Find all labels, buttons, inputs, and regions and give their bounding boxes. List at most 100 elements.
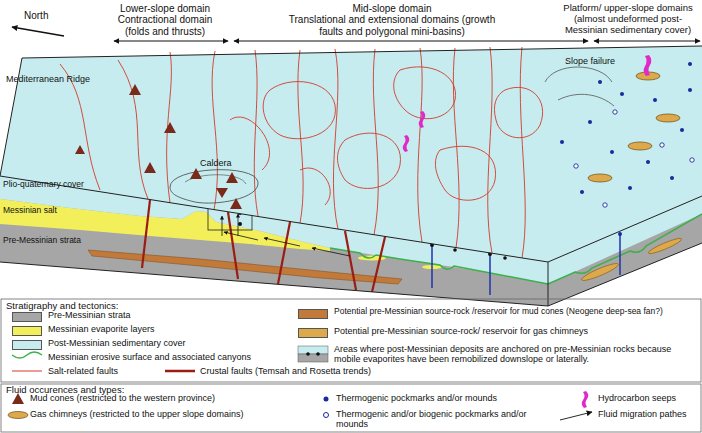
legend-text: Potential pre-Messinian source-rock/ res…	[334, 326, 700, 336]
top-surface	[628, 186, 632, 190]
legend-text: Messinian erosive surface and associated…	[48, 352, 288, 362]
top-surface	[298, 50, 303, 223]
top-surface	[580, 190, 584, 194]
legend-text: Pre-Messinian strata	[48, 310, 288, 320]
top-surface	[574, 164, 578, 168]
top-surface	[75, 84, 242, 209]
top-surface	[60, 47, 543, 258]
front-face	[142, 200, 150, 268]
top-surface	[670, 176, 674, 180]
legend-text: Crustal faults (Temsah and Rosetta trend…	[200, 366, 440, 376]
legend-symbol	[316, 352, 320, 356]
legend-symbol	[324, 413, 329, 418]
top-surface	[394, 67, 456, 119]
front-face	[224, 232, 258, 240]
top-surface	[263, 82, 335, 139]
top-surface	[403, 135, 410, 152]
top-surface	[226, 172, 238, 183]
top-surface	[75, 145, 85, 154]
front-face	[312, 248, 350, 256]
top-surface	[690, 158, 694, 162]
legend-swatch	[298, 309, 328, 319]
top-surface	[558, 94, 614, 106]
compass-label: North	[24, 10, 74, 22]
feature-label: Caldera	[200, 158, 250, 168]
top-surface	[190, 168, 202, 179]
top-surface	[488, 47, 492, 253]
right-face	[618, 232, 622, 236]
block-outline	[0, 176, 702, 262]
legend-symbol	[560, 412, 592, 420]
top-surface	[300, 168, 330, 205]
feature-label: Slope failure	[565, 56, 635, 66]
block-outline	[0, 46, 702, 176]
legend-symbol	[12, 371, 42, 372]
front-face	[431, 244, 433, 288]
front-face	[489, 253, 491, 295]
top-surface	[373, 49, 378, 235]
top-surface	[170, 170, 258, 203]
legend-swatch	[12, 340, 42, 350]
legend-swatch	[12, 312, 42, 322]
top-surface	[598, 80, 602, 84]
legend-frame	[1, 299, 701, 382]
domain-heading: Mid-slope domain	[312, 3, 472, 15]
top-surface	[164, 122, 176, 133]
legend-frame	[1, 384, 701, 432]
top-surface	[620, 92, 624, 96]
legend-text: Hydrocarbon seeps	[598, 393, 698, 403]
legend-text: Post-Messinian sedimentary cover	[48, 338, 288, 348]
top-surface	[403, 55, 652, 152]
top-surface	[333, 49, 338, 229]
top-surface	[660, 143, 664, 147]
top-surface	[610, 150, 614, 154]
front-face	[222, 216, 223, 236]
top-surface	[560, 140, 564, 144]
legend-symbol	[306, 352, 310, 356]
domain-subheading: Translational and extensional domains (g…	[283, 14, 501, 37]
top-surface	[435, 146, 495, 200]
area-label: Mediterranean Ridge	[6, 74, 126, 84]
front-face	[228, 212, 238, 279]
legend-text: Thermogenic and/or biogenic pockmarks an…	[336, 409, 556, 430]
top-surface	[588, 120, 592, 124]
domain-heading: Lower-slope domain	[85, 3, 245, 15]
domain-arrows	[594, 41, 700, 42]
top-surface	[338, 133, 401, 188]
top-surface	[588, 174, 612, 182]
top-surface	[212, 51, 217, 210]
legend-swatch	[298, 328, 328, 338]
domain-heading: Platform/ upper-slope domains (almost un…	[555, 3, 701, 36]
legend-text: Fluid migration pathes	[598, 409, 698, 419]
top-surface	[129, 84, 141, 95]
legend-text: Mud cones (restricted to the western pro…	[30, 393, 310, 403]
top-surface	[653, 98, 657, 102]
legend-symbol	[298, 346, 328, 354]
top-surface	[494, 87, 542, 137]
legend-text: Thermogenic pockmarks and/or mounds	[336, 393, 556, 403]
front-face	[278, 222, 290, 284]
top-surface	[688, 62, 692, 66]
legend-frame	[1, 299, 701, 432]
right-face	[619, 233, 621, 275]
domain-subheading: Contractional domain (folds and thrusts)	[111, 14, 219, 37]
top-surface	[0, 46, 702, 262]
legend-symbol	[165, 370, 195, 373]
right-face	[580, 261, 620, 283]
block-outline	[0, 46, 702, 306]
block-outline	[548, 243, 702, 306]
top-surface	[216, 188, 228, 198]
legend-text: Messinian evaporite layers	[48, 324, 288, 334]
legend-symbol	[12, 352, 42, 358]
front-face	[503, 256, 507, 260]
front-face	[238, 222, 242, 226]
layer-label: Messinian salt	[3, 206, 103, 216]
top-surface	[0, 46, 702, 262]
top-surface	[545, 67, 612, 82]
top-surface	[628, 142, 652, 150]
top-surface	[688, 88, 692, 92]
top-surface	[520, 47, 525, 258]
legend-swatch	[12, 326, 42, 336]
top-surface	[656, 114, 680, 122]
top-surface	[644, 55, 652, 76]
